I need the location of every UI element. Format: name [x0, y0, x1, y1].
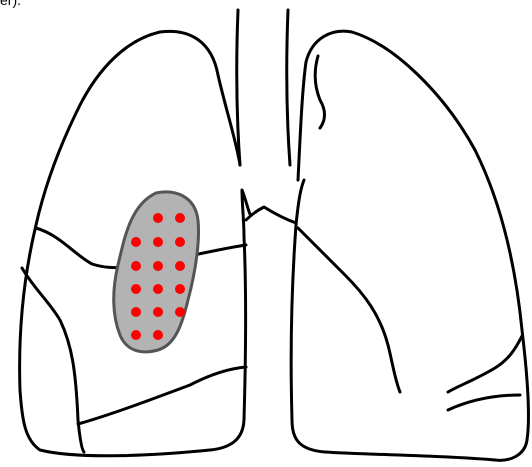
lesion-dot: [131, 237, 141, 247]
lesion-dot: [175, 237, 185, 247]
lesion-dot: [153, 237, 163, 247]
trachea-right-wall: [287, 10, 290, 165]
left-lower-lobe-line: [448, 336, 522, 392]
right-oblique-fissure: [22, 268, 84, 452]
left-base-line: [448, 395, 520, 410]
lesion-dot: [153, 261, 163, 271]
trachea-left-wall: [237, 10, 240, 165]
lesion-dot: [175, 307, 185, 317]
lesion-dot: [131, 284, 141, 294]
lesion-dot: [153, 330, 163, 340]
right-lower-lobe-line: [78, 367, 246, 424]
left-lung-inner-notch: [315, 56, 324, 128]
lesion-dot: [153, 213, 163, 223]
lesion-dot: [153, 307, 163, 317]
lesion-dot: [175, 261, 185, 271]
lesion-dot: [153, 284, 163, 294]
lesion-dot: [131, 330, 141, 340]
left-oblique-fissure: [298, 228, 400, 392]
lesion-dot: [131, 307, 141, 317]
lesion-dot: [175, 213, 185, 223]
lesion-dot: [175, 284, 185, 294]
lesion-dot: [131, 261, 141, 271]
carina: [246, 207, 296, 223]
